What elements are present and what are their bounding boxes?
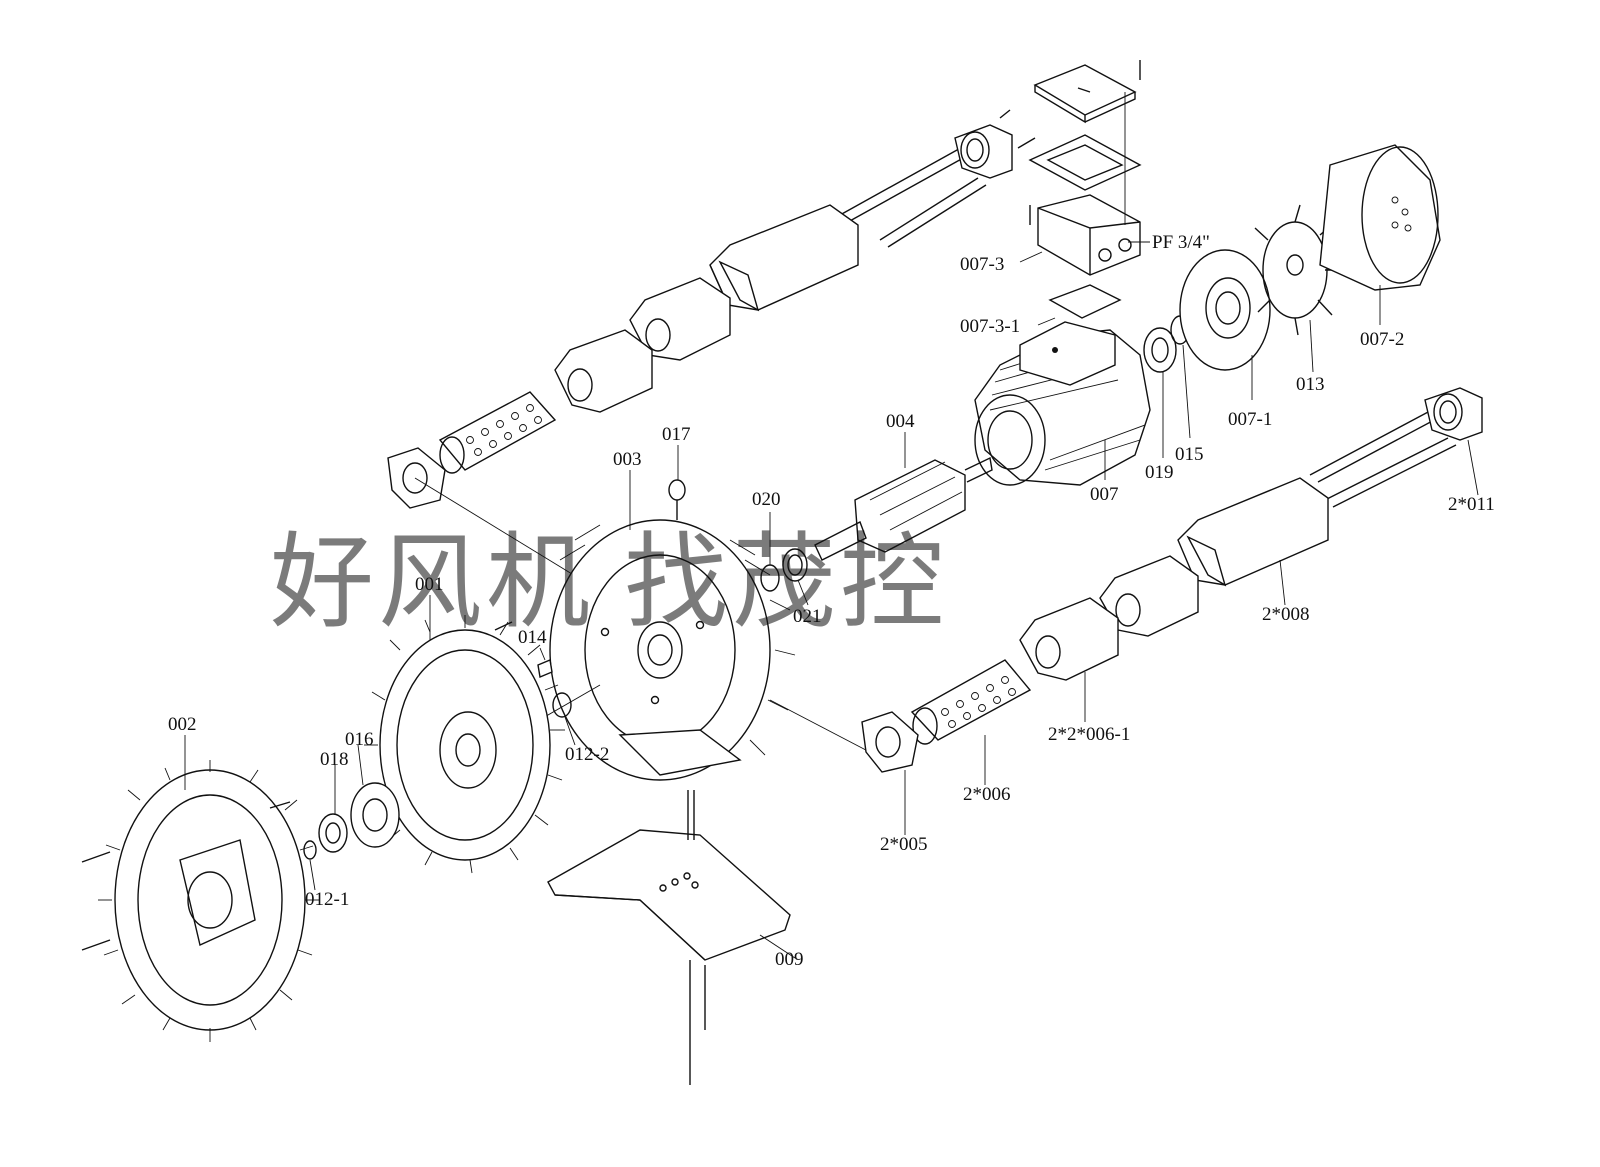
part-labels: 002 001 003 017 004 007 007-1 007-2 007-…	[168, 232, 1495, 970]
label-012-2: 012-2	[565, 744, 609, 765]
pump-cover-002	[81, 760, 320, 1042]
bearing-holder-016	[350, 782, 400, 848]
label-2x005: 2*005	[880, 834, 928, 855]
label-007-2: 007-2	[1360, 329, 1404, 350]
end-shield-007-1	[1179, 249, 1271, 371]
label-015: 015	[1175, 444, 1204, 465]
label-2x006: 2*006	[963, 784, 1011, 805]
label-017: 017	[662, 424, 691, 445]
foam-block-lower-1	[1099, 555, 1199, 637]
ring-021	[782, 548, 808, 582]
label-019: 019	[1145, 462, 1174, 483]
terminal-box-assembly	[1028, 60, 1142, 319]
circlip-012-1	[303, 840, 317, 860]
pump-body-003	[549, 519, 796, 781]
upper-silencer-assembly	[387, 109, 1036, 586]
gasket-lower	[861, 711, 919, 773]
label-002: 002	[168, 714, 197, 735]
lower-silencer-assembly	[861, 387, 1483, 773]
motor-housing	[974, 321, 1151, 486]
label-007-1: 007-1	[1228, 409, 1272, 430]
label-2x008: 2*008	[1262, 604, 1310, 625]
perforated-tube-upper	[438, 391, 557, 474]
label-009: 009	[775, 949, 804, 970]
label-021: 021	[793, 606, 822, 627]
ring-012-2	[552, 692, 572, 718]
label-003: 003	[613, 449, 642, 470]
label-013: 013	[1296, 374, 1325, 395]
end-flange-upper	[954, 109, 1036, 179]
silencer-shell-lower	[1177, 477, 1329, 587]
label-004: 004	[886, 411, 915, 432]
bearing-018	[318, 813, 348, 853]
label-pf-thread: PF 3/4"	[1152, 232, 1210, 253]
fan-cover-007-2	[1319, 144, 1441, 291]
leader-lines	[184, 241, 1479, 959]
label-012-1: 012-1	[305, 889, 349, 910]
label-018: 018	[320, 749, 349, 770]
foam-block-lower-2	[1019, 597, 1119, 681]
bearing-019	[1143, 327, 1177, 373]
rotor-shaft-004	[814, 456, 993, 561]
label-014: 014	[518, 627, 547, 648]
label-007-3: 007-3	[960, 254, 1004, 275]
label-2x2x006-1: 2*2*006-1	[1048, 724, 1130, 745]
label-007-3-1: 007-3-1	[960, 316, 1020, 337]
key-014	[494, 621, 553, 678]
label-016: 016	[345, 729, 374, 750]
label-020: 020	[752, 489, 781, 510]
end-flange-lower	[1424, 387, 1483, 441]
foam-block-upper-2	[554, 329, 653, 413]
silencer-shell-upper	[709, 204, 859, 312]
label-007: 007	[1090, 484, 1119, 505]
label-2x011: 2*011	[1448, 494, 1495, 515]
gasket-upper	[387, 447, 446, 509]
foam-block-upper-1	[629, 277, 731, 361]
watermark-text: 好风机 找茂控	[270, 526, 948, 641]
perforated-tube-lower	[910, 659, 1032, 745]
label-001: 001	[415, 574, 444, 595]
base-plate-009	[547, 790, 791, 1085]
eye-bolt-017	[668, 479, 686, 520]
